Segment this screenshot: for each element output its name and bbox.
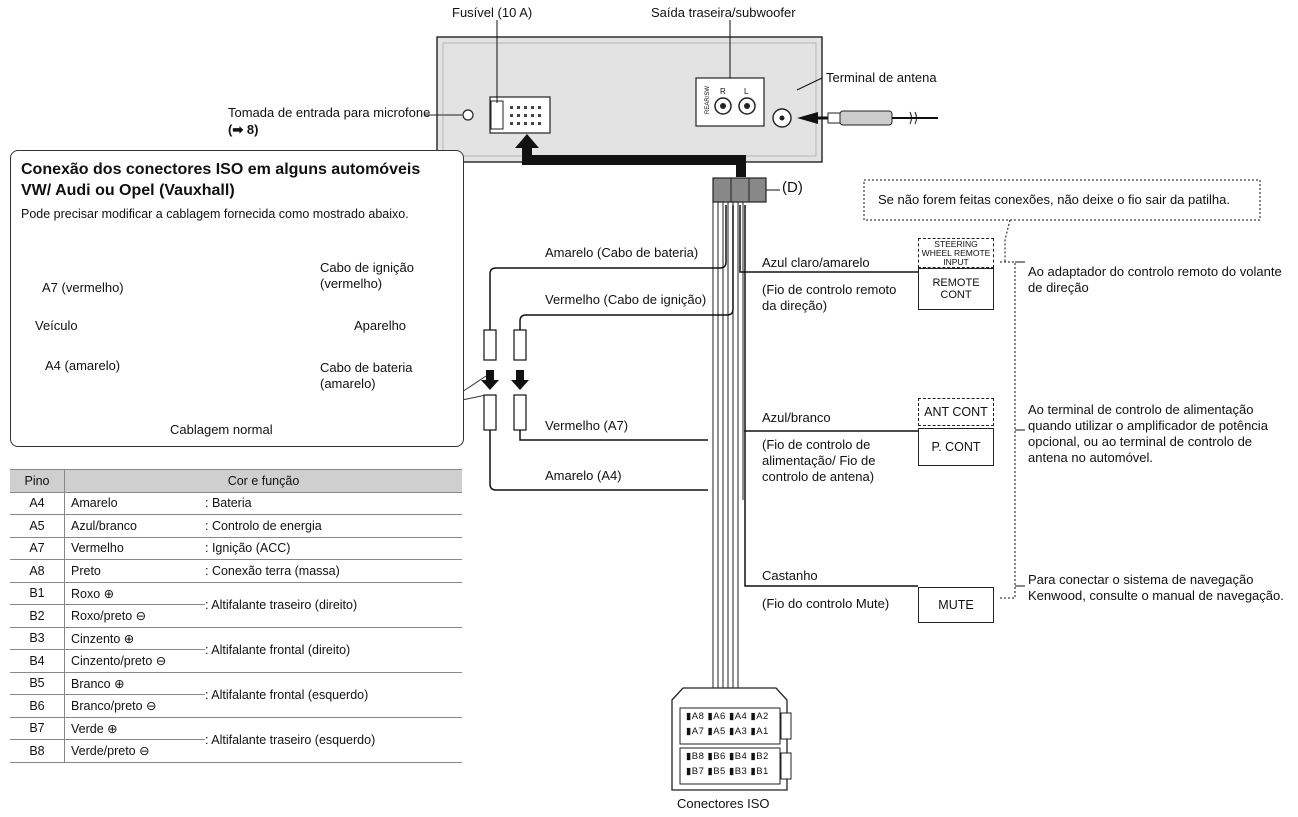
- pin-cell: B8: [10, 739, 65, 763]
- wire-red-ignition: Vermelho (Cabo de ignição): [545, 292, 707, 307]
- color-cell: Roxo ⊕: [64, 582, 205, 605]
- color-cell: Branco/preto ⊖: [64, 694, 205, 718]
- callout-normal-wiring: Cablagem normal: [170, 422, 273, 437]
- pin-cell: A7: [10, 537, 65, 560]
- header-func: Cor e função: [64, 469, 462, 493]
- pin-cell: A4: [10, 492, 65, 515]
- color-cell: Verde/preto ⊖: [64, 739, 205, 763]
- callout-a4: A4 (amarelo): [45, 358, 121, 373]
- iso-row-b2: ▮B7 ▮B5 ▮B3 ▮B1: [686, 766, 769, 777]
- vw-callout: Conexão dos conectores ISO em alguns aut…: [10, 150, 464, 447]
- pin-cell: A8: [10, 559, 65, 583]
- mute-terminal: MUTE: [918, 587, 994, 623]
- color-cell: Amarelo: [64, 492, 205, 515]
- remote-cont-terminal: REMOTE CONT: [918, 268, 994, 310]
- iso-row-a1: ▮A8 ▮A6 ▮A4 ▮A2: [686, 711, 769, 722]
- note-no-connection: Se não forem feitas conexões, não deixe …: [878, 192, 1230, 207]
- steering-wheel-terminal: STEERING WHEEL REMOTE INPUT: [918, 238, 994, 268]
- rear-sw-small-label: REAR/SW: [705, 85, 711, 114]
- callout-battery-cable: Cabo de bateria (amarelo): [320, 360, 413, 391]
- wire-blue-white: Azul/branco: [762, 410, 831, 425]
- color-cell: Vermelho: [64, 537, 205, 560]
- pin-cell: B7: [10, 717, 65, 740]
- wire-brown-desc: (Fio do controlo Mute): [762, 596, 890, 611]
- ant-cont-terminal: ANT CONT: [918, 398, 994, 426]
- rear-l-label: L: [744, 87, 749, 96]
- color-cell: Cinzento ⊕: [64, 627, 205, 650]
- iso-row-a2: ▮A7 ▮A5 ▮A3 ▮A1: [686, 726, 769, 737]
- wire-brown: Castanho: [762, 568, 818, 583]
- pin-cell: B5: [10, 672, 65, 695]
- function-cell: : Conexão terra (massa): [205, 559, 462, 583]
- rear-r-label: R: [720, 87, 726, 96]
- note-power-control: Ao terminal de controlo de alimentação q…: [1028, 402, 1268, 465]
- mic-jack: [462, 109, 474, 121]
- connector-d-label: (D): [782, 179, 803, 196]
- pin-cell: B3: [10, 627, 65, 650]
- wire-yellow-a4: Amarelo (A4): [545, 468, 622, 483]
- callout-unit: Aparelho: [354, 318, 407, 333]
- wire-light-blue: Azul claro/amarelo: [762, 255, 870, 270]
- color-cell: Branco ⊕: [64, 672, 205, 695]
- callout-subtitle: Pode precisar modificar a cablagem forne…: [21, 207, 409, 221]
- function-cell: : Bateria: [205, 492, 462, 515]
- color-cell: Azul/branco: [64, 514, 205, 538]
- wire-blue-white-desc: (Fio de controlo de alimentação/ Fio de …: [762, 437, 876, 484]
- antenna-terminal-label: Terminal de antena: [826, 70, 937, 85]
- mic-ref-label: (➡ 8): [228, 122, 259, 137]
- function-cell: : Altifalante traseiro (esquerdo): [205, 717, 462, 763]
- callout-a7: A7 (vermelho): [42, 280, 124, 295]
- wire-yellow-battery: Amarelo (Cabo de bateria): [545, 245, 699, 260]
- mic-input-label: Tomada de entrada para microfone: [228, 105, 431, 120]
- pin-cell: B4: [10, 649, 65, 673]
- pin-cell: B1: [10, 582, 65, 605]
- callout-ignition-cable: Cabo de ignição (vermelho): [320, 260, 414, 291]
- table-header-row: Pino Cor e função: [10, 469, 462, 493]
- wire-light-blue-desc: (Fio de controlo remoto da direção): [762, 282, 897, 313]
- wire-red-a7: Vermelho (A7): [545, 418, 629, 433]
- function-cell: : Ignição (ACC): [205, 537, 462, 560]
- iso-row-b1: ▮B8 ▮B6 ▮B4 ▮B2: [686, 751, 769, 762]
- header-pin: Pino: [10, 469, 65, 493]
- color-cell: Verde ⊕: [64, 717, 205, 740]
- connector-d: [712, 177, 767, 203]
- iso-connectors-label: Conectores ISO: [677, 796, 770, 811]
- pin-cell: A5: [10, 514, 65, 538]
- rear-out-label: Saída traseira/subwoofer: [651, 5, 796, 20]
- function-cell: : Altifalante frontal (direito): [205, 627, 462, 673]
- pin-cell: B6: [10, 694, 65, 718]
- color-cell: Cinzento/preto ⊖: [64, 649, 205, 673]
- callout-title: Conexão dos conectores ISO em alguns aut…: [21, 161, 421, 199]
- pin-cell: B2: [10, 604, 65, 628]
- function-cell: : Controlo de energia: [205, 514, 462, 538]
- function-cell: : Altifalante traseiro (direito): [205, 582, 462, 628]
- function-cell: : Altifalante frontal (esquerdo): [205, 672, 462, 718]
- note-steering-adapter: Ao adaptador do controlo remoto do volan…: [1028, 264, 1282, 295]
- callout-vehicle: Veículo: [35, 318, 78, 333]
- color-cell: Roxo/preto ⊖: [64, 604, 205, 628]
- fuse-label: Fusível (10 A): [452, 5, 533, 20]
- note-kenwood-nav: Para conectar o sistema de navegação Ken…: [1028, 572, 1284, 603]
- color-cell: Preto: [64, 559, 205, 583]
- p-cont-terminal: P. CONT: [918, 428, 994, 466]
